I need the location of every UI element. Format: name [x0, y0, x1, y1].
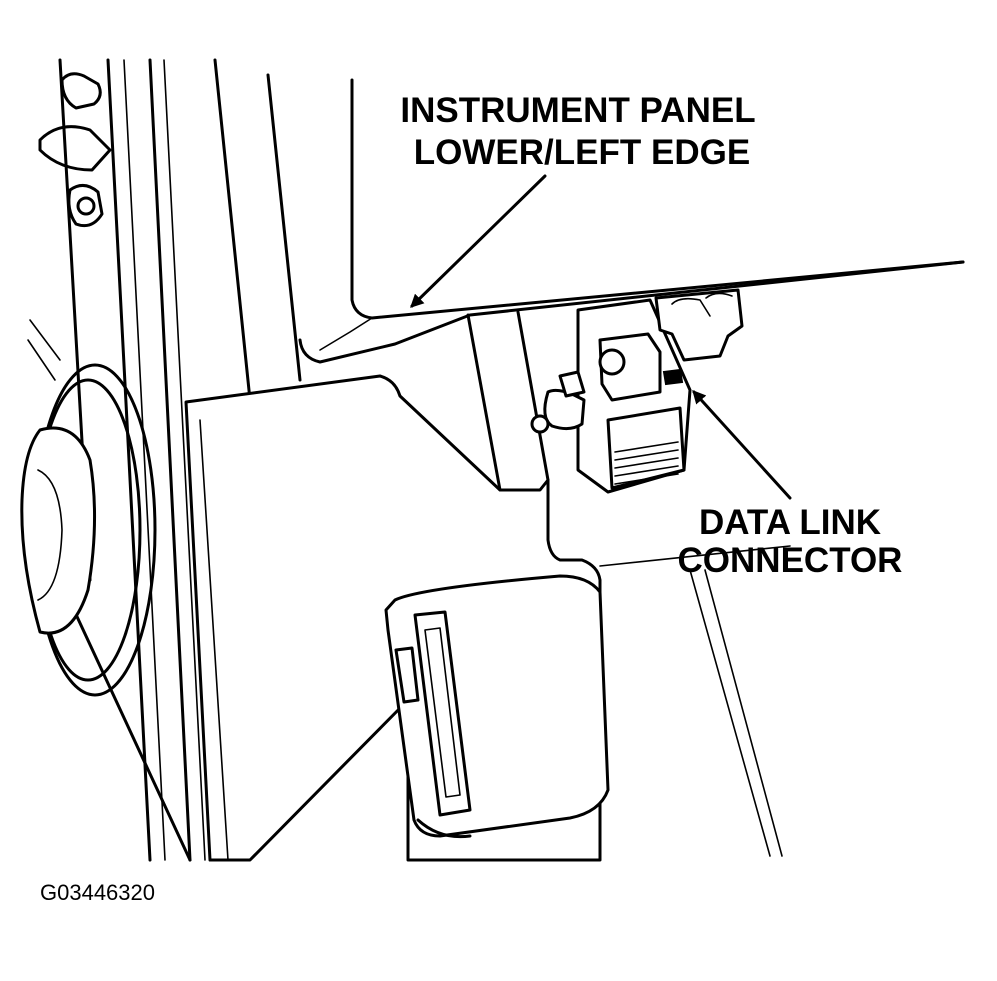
door-speaker: [20, 319, 157, 697]
floor-lines: [599, 545, 791, 857]
connector-grille: [614, 441, 679, 485]
upper-wiring-connector: [654, 288, 744, 386]
instrument-panel-arrow: [410, 174, 547, 308]
data-link-connector-arrow: [692, 389, 792, 500]
instrument-panel-label-line-2: LOWER/LEFT EDGE: [413, 133, 751, 172]
data-link-connector-label-line-1: DATA LINK: [698, 503, 882, 542]
instrument-panel-label-line-1: INSTRUMENT PANEL: [400, 91, 756, 130]
data-link-connector-bracket: [530, 298, 692, 494]
lower-lever: [384, 574, 610, 839]
data-link-connector-label-line-2: CONNECTOR: [677, 541, 903, 580]
figure-id: G03446320: [40, 880, 155, 905]
door-trim-lines: [58, 58, 302, 862]
instrument-panel-edge: [298, 78, 965, 364]
door-clips: [38, 72, 112, 228]
